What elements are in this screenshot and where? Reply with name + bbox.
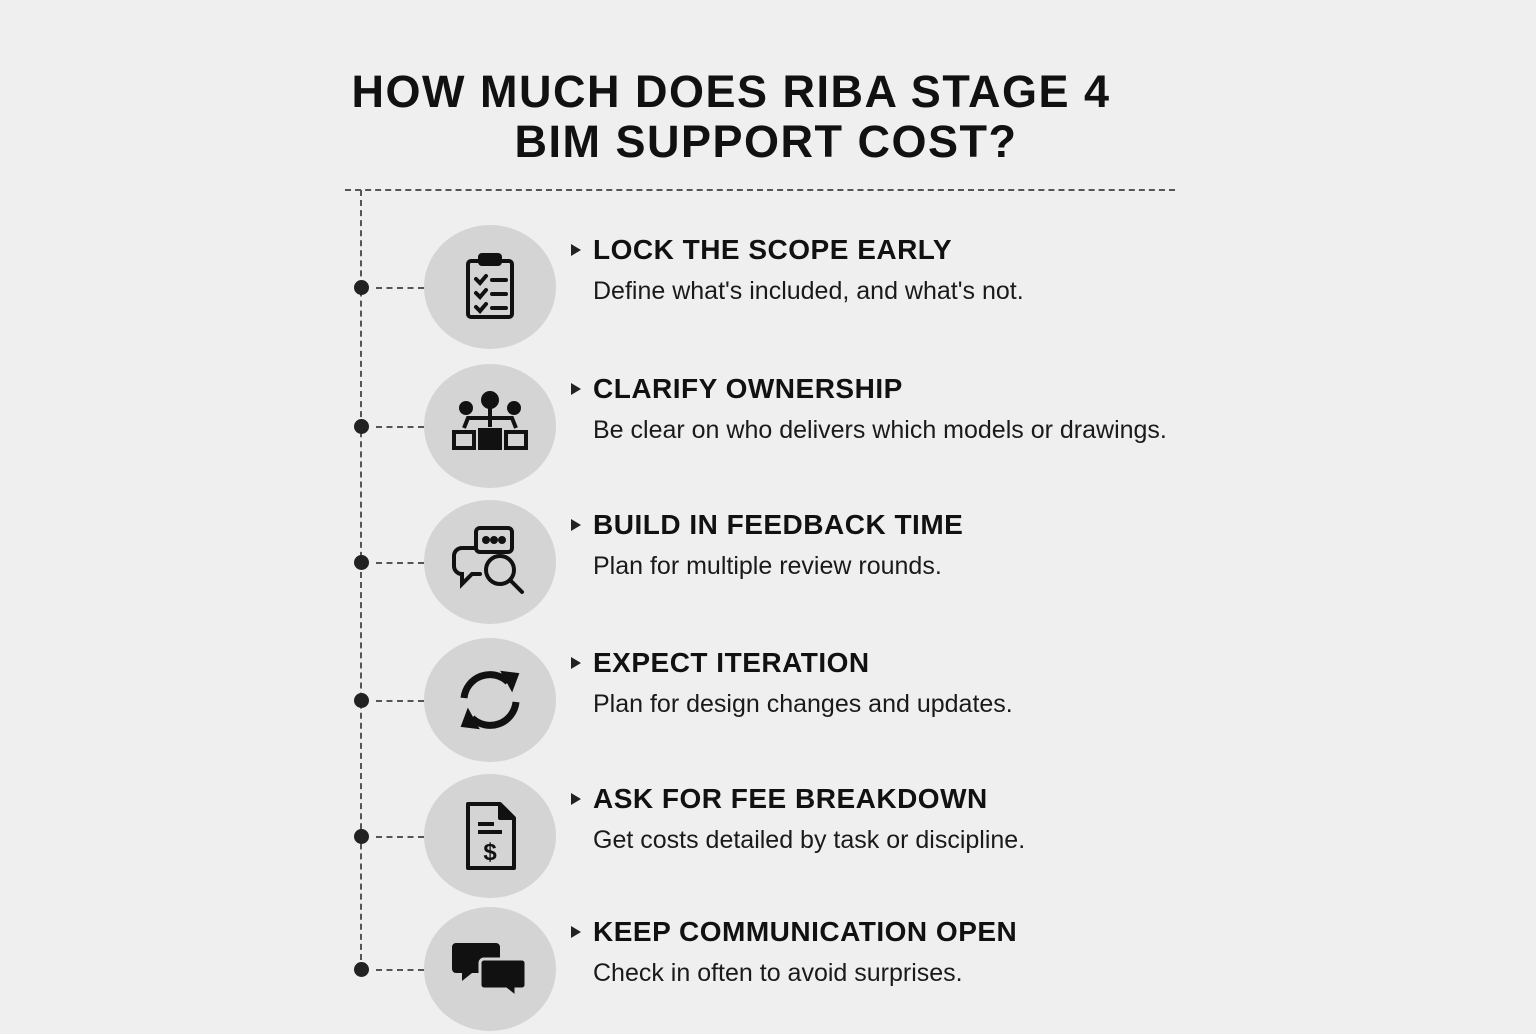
step-heading: KEEP COMMUNICATION OPEN bbox=[593, 916, 1018, 947]
step-heading: EXPECT ITERATION bbox=[593, 647, 870, 678]
chat-bubbles-icon bbox=[424, 907, 556, 1031]
connector bbox=[376, 426, 424, 428]
bullet-arrow-icon bbox=[571, 657, 581, 669]
bullet-arrow-icon bbox=[571, 793, 581, 805]
step-communication: KEEP COMMUNICATION OPEN Check in often t… bbox=[0, 904, 1536, 1034]
step-clarify-ownership: CLARIFY OWNERSHIP Be clear on who delive… bbox=[0, 361, 1536, 491]
chat-search-icon bbox=[424, 500, 556, 624]
invoice-dollar-icon: $ bbox=[424, 774, 556, 898]
timeline-dot bbox=[354, 419, 369, 434]
timeline-dot bbox=[354, 693, 369, 708]
step-heading: ASK FOR FEE BREAKDOWN bbox=[593, 783, 988, 814]
step-feedback-time: BUILD IN FEEDBACK TIME Plan for multiple… bbox=[0, 497, 1536, 627]
title-line-2: BIM SUPPORT COST? bbox=[514, 116, 1018, 167]
timeline-line bbox=[360, 190, 362, 970]
connector bbox=[376, 287, 424, 289]
step-heading: LOCK THE SCOPE EARLY bbox=[593, 234, 953, 265]
step-description: Be clear on who delivers which models or… bbox=[593, 416, 1167, 444]
step-description: Define what's included, and what's not. bbox=[593, 277, 1024, 305]
step-heading: BUILD IN FEEDBACK TIME bbox=[593, 509, 964, 540]
step-lock-scope: LOCK THE SCOPE EARLY Define what's inclu… bbox=[0, 222, 1536, 352]
bullet-arrow-icon bbox=[571, 244, 581, 256]
step-heading: CLARIFY OWNERSHIP bbox=[593, 373, 903, 404]
connector bbox=[376, 562, 424, 564]
timeline-dot bbox=[354, 555, 369, 570]
top-divider bbox=[345, 189, 1175, 191]
step-description: Check in often to avoid surprises. bbox=[593, 959, 963, 987]
connector bbox=[376, 969, 424, 971]
connector bbox=[376, 700, 424, 702]
step-description: Get costs detailed by task or discipline… bbox=[593, 826, 1026, 854]
connector bbox=[376, 836, 424, 838]
clipboard-checklist-icon bbox=[424, 225, 556, 349]
step-description: Plan for multiple review rounds. bbox=[593, 552, 942, 580]
refresh-cycle-icon bbox=[424, 638, 556, 762]
svg-text:$: $ bbox=[483, 839, 497, 866]
bullet-arrow-icon bbox=[571, 926, 581, 938]
step-fee-breakdown: $ ASK FOR FEE BREAKDOWN Get costs detail… bbox=[0, 771, 1536, 901]
timeline-dot bbox=[354, 829, 369, 844]
bullet-arrow-icon bbox=[571, 519, 581, 531]
title-line-1: HOW MUCH DOES RIBA STAGE 4 bbox=[351, 66, 1111, 117]
step-expect-iteration: EXPECT ITERATION Plan for design changes… bbox=[0, 635, 1536, 765]
timeline-dot bbox=[354, 962, 369, 977]
org-chart-icon bbox=[424, 364, 556, 488]
timeline-dot bbox=[354, 280, 369, 295]
bullet-arrow-icon bbox=[571, 383, 581, 395]
step-description: Plan for design changes and updates. bbox=[593, 690, 1013, 718]
